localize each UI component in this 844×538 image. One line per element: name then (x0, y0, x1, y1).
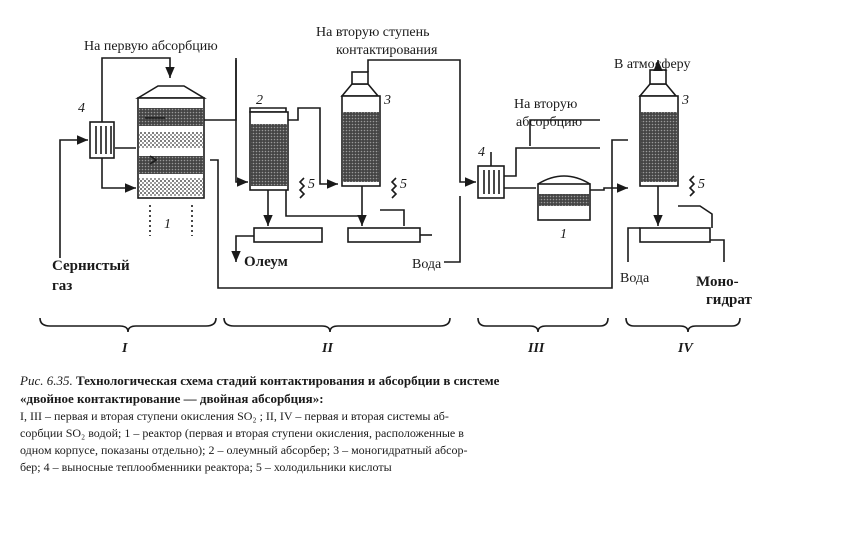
label-sulfur-gas-2: газ (52, 278, 72, 294)
label-to-second-stage-1: На вторую ступень (316, 25, 430, 40)
caption-body-line-1: I, III – первая и вторая ступени окислен… (20, 409, 449, 423)
label-to-second-absorption-1: На вторую (514, 97, 577, 112)
collection-tank-oleum (253, 227, 323, 243)
reactor-first-stage (135, 85, 207, 236)
stage-brace-I (39, 317, 217, 333)
num-5-a: 5 (308, 177, 315, 192)
label-monohydrate-1: Моно- (696, 274, 739, 290)
oleum-absorber (249, 107, 289, 191)
num-5-c: 5 (698, 177, 705, 192)
collection-tank-mono (639, 227, 711, 243)
label-water-1: Вода (412, 257, 442, 272)
monohydrate-absorber-2 (638, 69, 679, 187)
num-2: 2 (256, 93, 263, 108)
stage-label-I: I (121, 341, 128, 356)
num-4-left: 4 (78, 101, 85, 116)
label-to-atmosphere: В атмосферу (614, 57, 691, 72)
num-1-mid: 1 (560, 227, 567, 242)
label-to-first-absorption: На первую абсорбцию (84, 39, 218, 54)
num-3-b: 3 (681, 93, 689, 108)
caption-title-line-1: Рис. 6.35. Технологическая схема стадий … (20, 372, 780, 390)
num-4-mid: 4 (478, 145, 485, 160)
heat-exchanger-mid (477, 165, 505, 199)
label-to-second-absorption-2: абсорбцию (516, 115, 582, 130)
stage-brace-IV (625, 317, 741, 333)
stage-label-II: II (321, 341, 333, 356)
label-water-2: Вода (620, 271, 650, 286)
monohydrate-absorber-1 (340, 71, 381, 187)
stage-brace-III (477, 317, 609, 333)
caption-prefix: Рис. 6.35. (20, 373, 73, 388)
caption-body-line-3: одном корпусе, показаны отдельно); 2 – о… (20, 443, 468, 457)
caption-title-1: Технологическая схема стадий контактиров… (72, 373, 500, 388)
num-5-b: 5 (400, 177, 407, 192)
caption-body-line-2: сорбции SO₂ водой; 1 – реактор (первая и… (20, 426, 464, 440)
stage-label-IV: IV (677, 341, 694, 356)
num-1-reactor: 1 (164, 217, 171, 232)
figure-caption: Рис. 6.35. Технологическая схема стадий … (20, 372, 780, 476)
label-to-second-stage-2: контактирования (336, 43, 438, 58)
caption-title-line-2: «двойное контактирование — двойная абсор… (20, 391, 324, 406)
reactor-second-stage (537, 175, 591, 221)
stage-label-III: III (527, 341, 545, 356)
heat-exchanger-left (89, 121, 115, 159)
process-flow-diagram: На первую абсорбцию На вторую ступень ко… (39, 25, 752, 356)
collection-tank-water (347, 227, 421, 243)
num-3-a: 3 (383, 93, 391, 108)
label-oleum: Олеум (244, 254, 288, 270)
label-sulfur-gas-1: Сернистый (52, 258, 130, 274)
label-monohydrate-2: гидрат (706, 292, 752, 308)
caption-body-line-4: бер; 4 – выносные теплообменники реактор… (20, 460, 392, 474)
stage-brace-II (223, 317, 451, 333)
